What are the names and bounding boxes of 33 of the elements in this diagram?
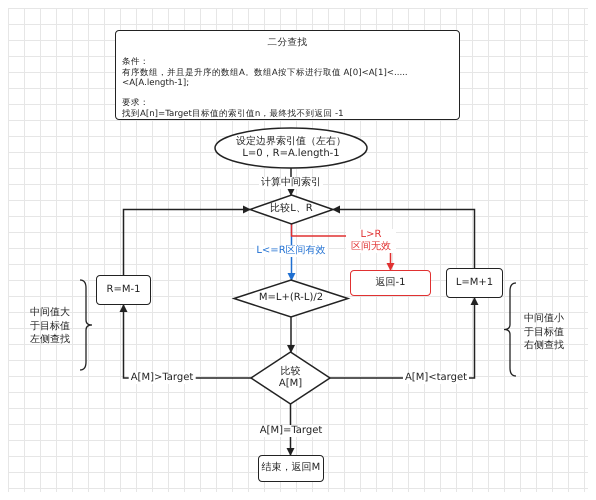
node-text: 设定边界索引值（左右） L=0，R=A.length-1 xyxy=(235,136,347,160)
process-box xyxy=(258,455,324,482)
decision-diamond xyxy=(250,195,333,224)
node-text: 比较 A[M] xyxy=(278,366,304,390)
body-text: 找到A[n]=Target目标值的索引值n，最终找不到返回 -1 xyxy=(122,108,345,120)
section-heading: 要求： xyxy=(122,98,150,109)
node-text: L=M+1 xyxy=(456,276,494,290)
title-text: 二分查找 xyxy=(266,37,308,49)
node-text: 结束，返回M xyxy=(262,462,320,475)
node-text: R=M-1 xyxy=(106,284,140,296)
arrow xyxy=(287,317,295,353)
decision-diamond xyxy=(234,280,348,317)
process-box xyxy=(350,270,431,296)
edge-label: L<=R区间有效 xyxy=(254,245,328,257)
node-text: 比较L、R xyxy=(270,203,313,216)
side-note: 中间值大于目标值左侧查找 xyxy=(30,306,71,346)
process-box xyxy=(446,268,503,298)
process-box xyxy=(96,275,151,305)
section-heading: 条件： xyxy=(122,56,150,68)
decision-diamond xyxy=(251,352,330,404)
start-ellipse xyxy=(215,128,367,168)
edge-label: A[M]<target xyxy=(402,372,470,384)
arrow xyxy=(122,206,251,275)
node-text: M=L+(R-L)/2 xyxy=(258,292,324,305)
arrow xyxy=(332,206,476,268)
node-text: 返回-1 xyxy=(376,276,406,290)
description-box xyxy=(115,30,460,120)
edge-label: L>R 区间无效 xyxy=(346,229,396,253)
side-note: 中间值小于目标值右侧查找 xyxy=(524,312,565,352)
edge-label: A[M]=Target xyxy=(258,425,324,437)
body-text: 有序数组，并且是升序的数组A。数组A按下标进行取值 A[0]<A[1]<.....<A[A.length-1]; xyxy=(122,68,409,90)
edge-label: A[M]>Target xyxy=(128,372,196,384)
edge-label: 计算中间索引 xyxy=(259,177,323,189)
